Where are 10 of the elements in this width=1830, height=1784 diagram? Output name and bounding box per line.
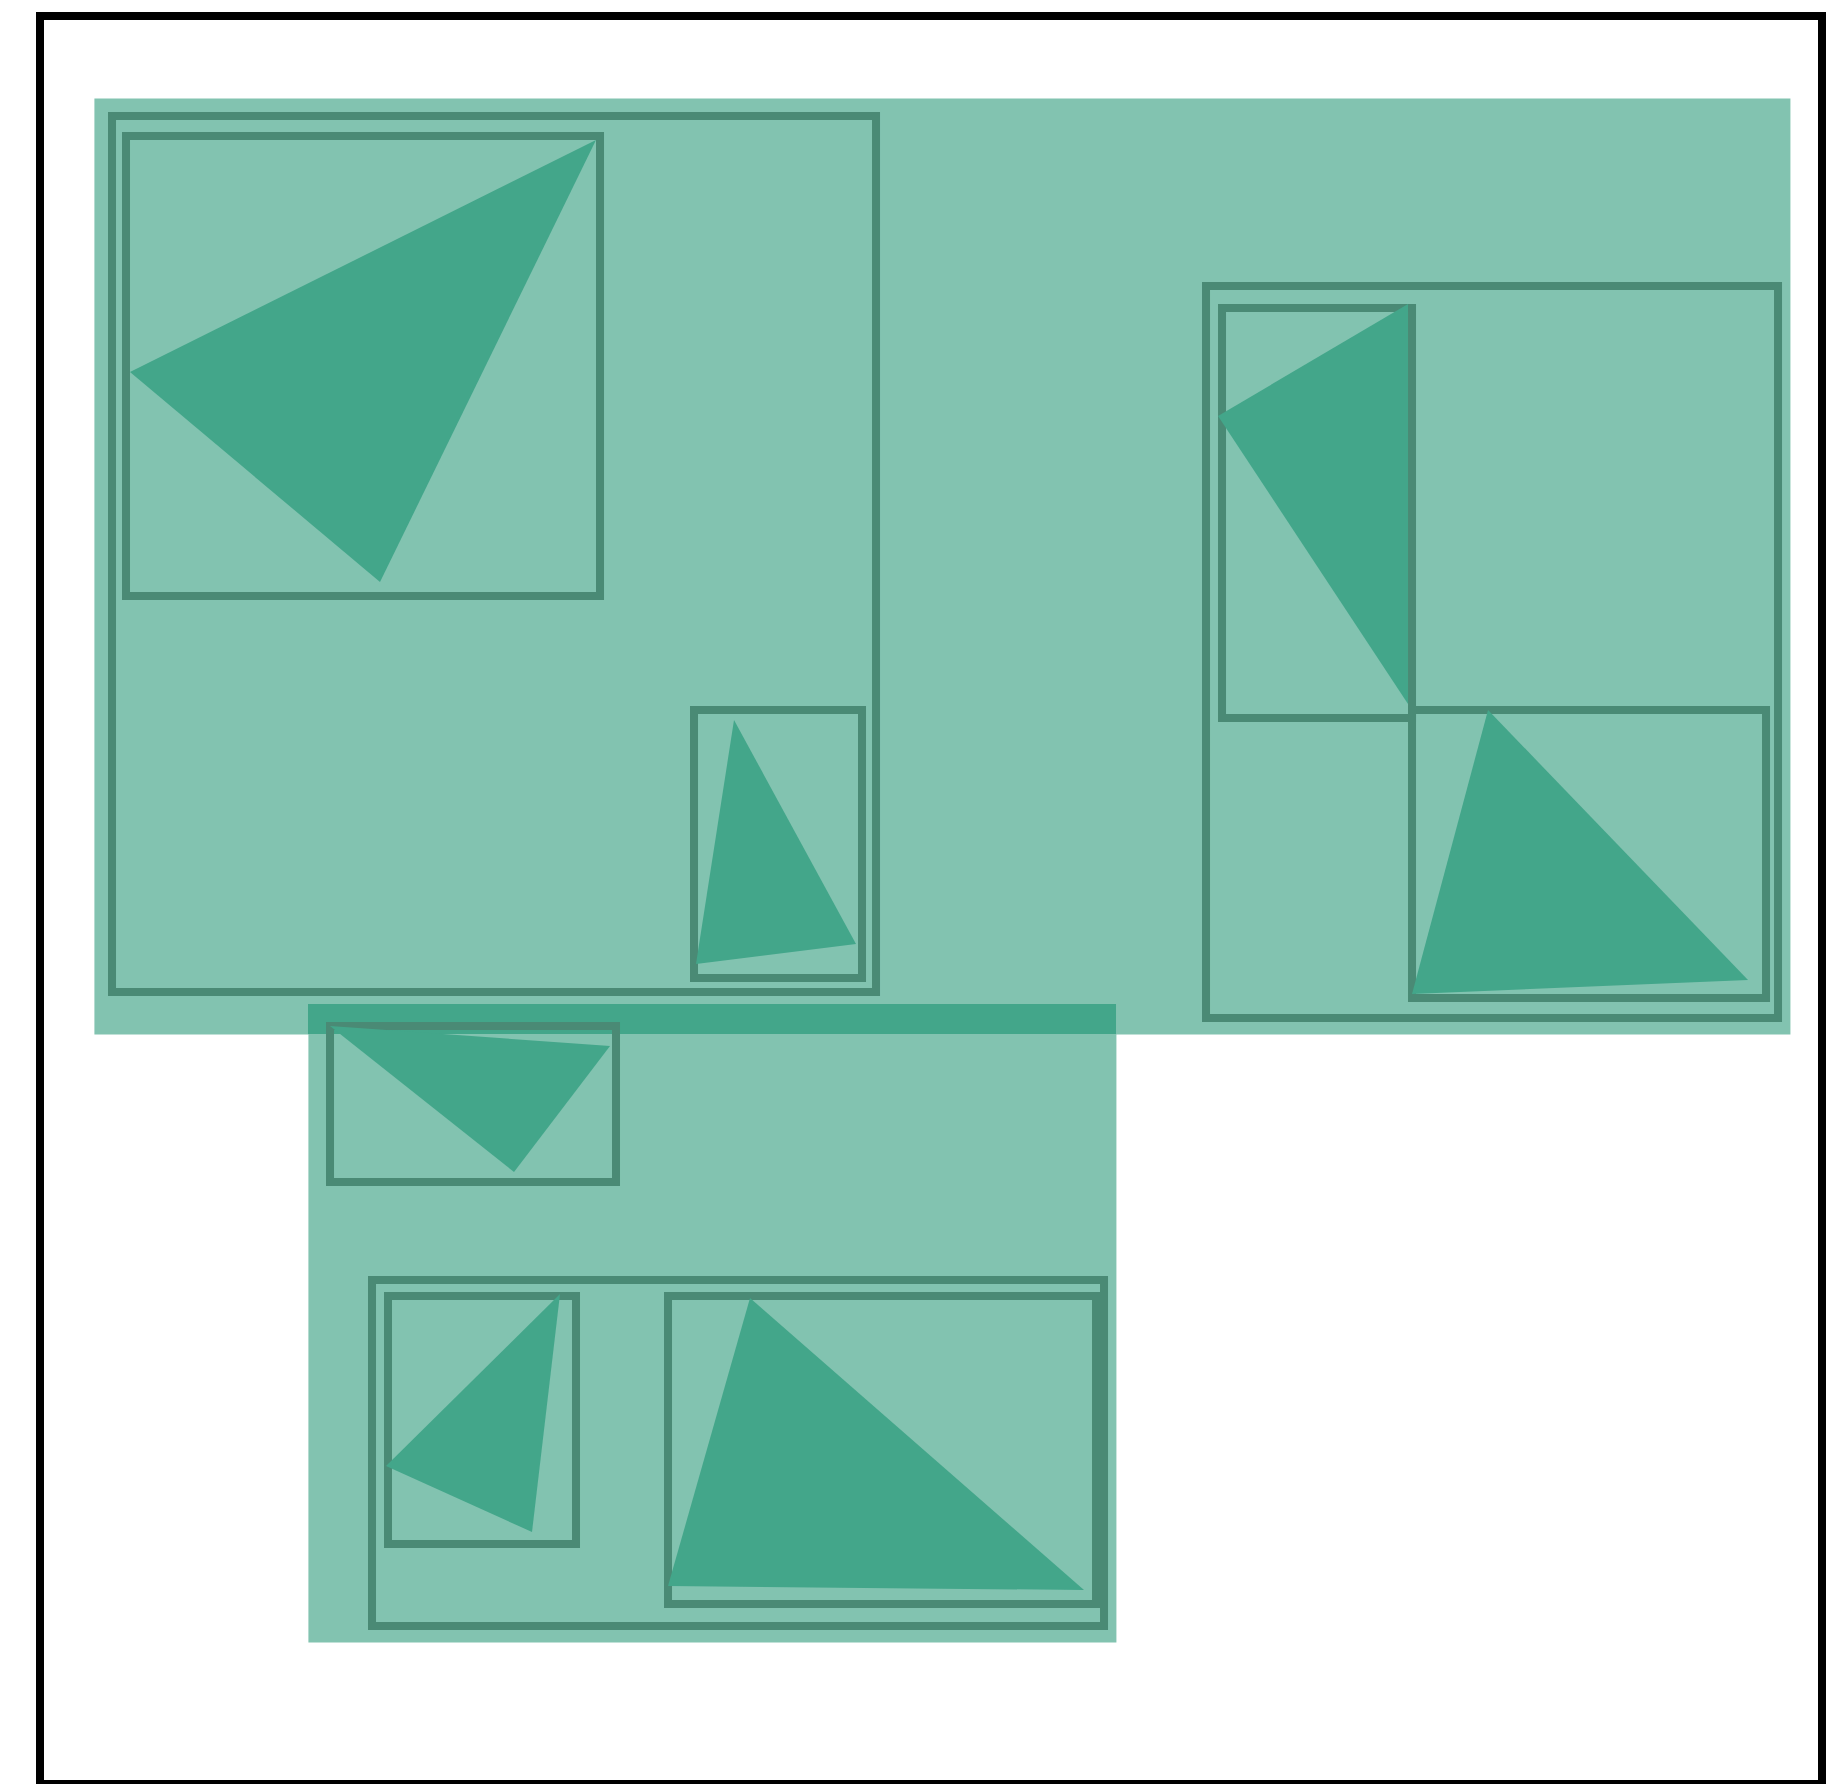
- box: [108, 112, 880, 996]
- triangle: [386, 1294, 560, 1532]
- box: [326, 1022, 620, 1186]
- triangle: [330, 1026, 610, 1172]
- box: [1202, 282, 1782, 1022]
- triangle: [696, 720, 856, 964]
- frame: [36, 12, 1826, 1784]
- box: [384, 1292, 580, 1548]
- box: [368, 1276, 1108, 1630]
- box: [690, 706, 866, 982]
